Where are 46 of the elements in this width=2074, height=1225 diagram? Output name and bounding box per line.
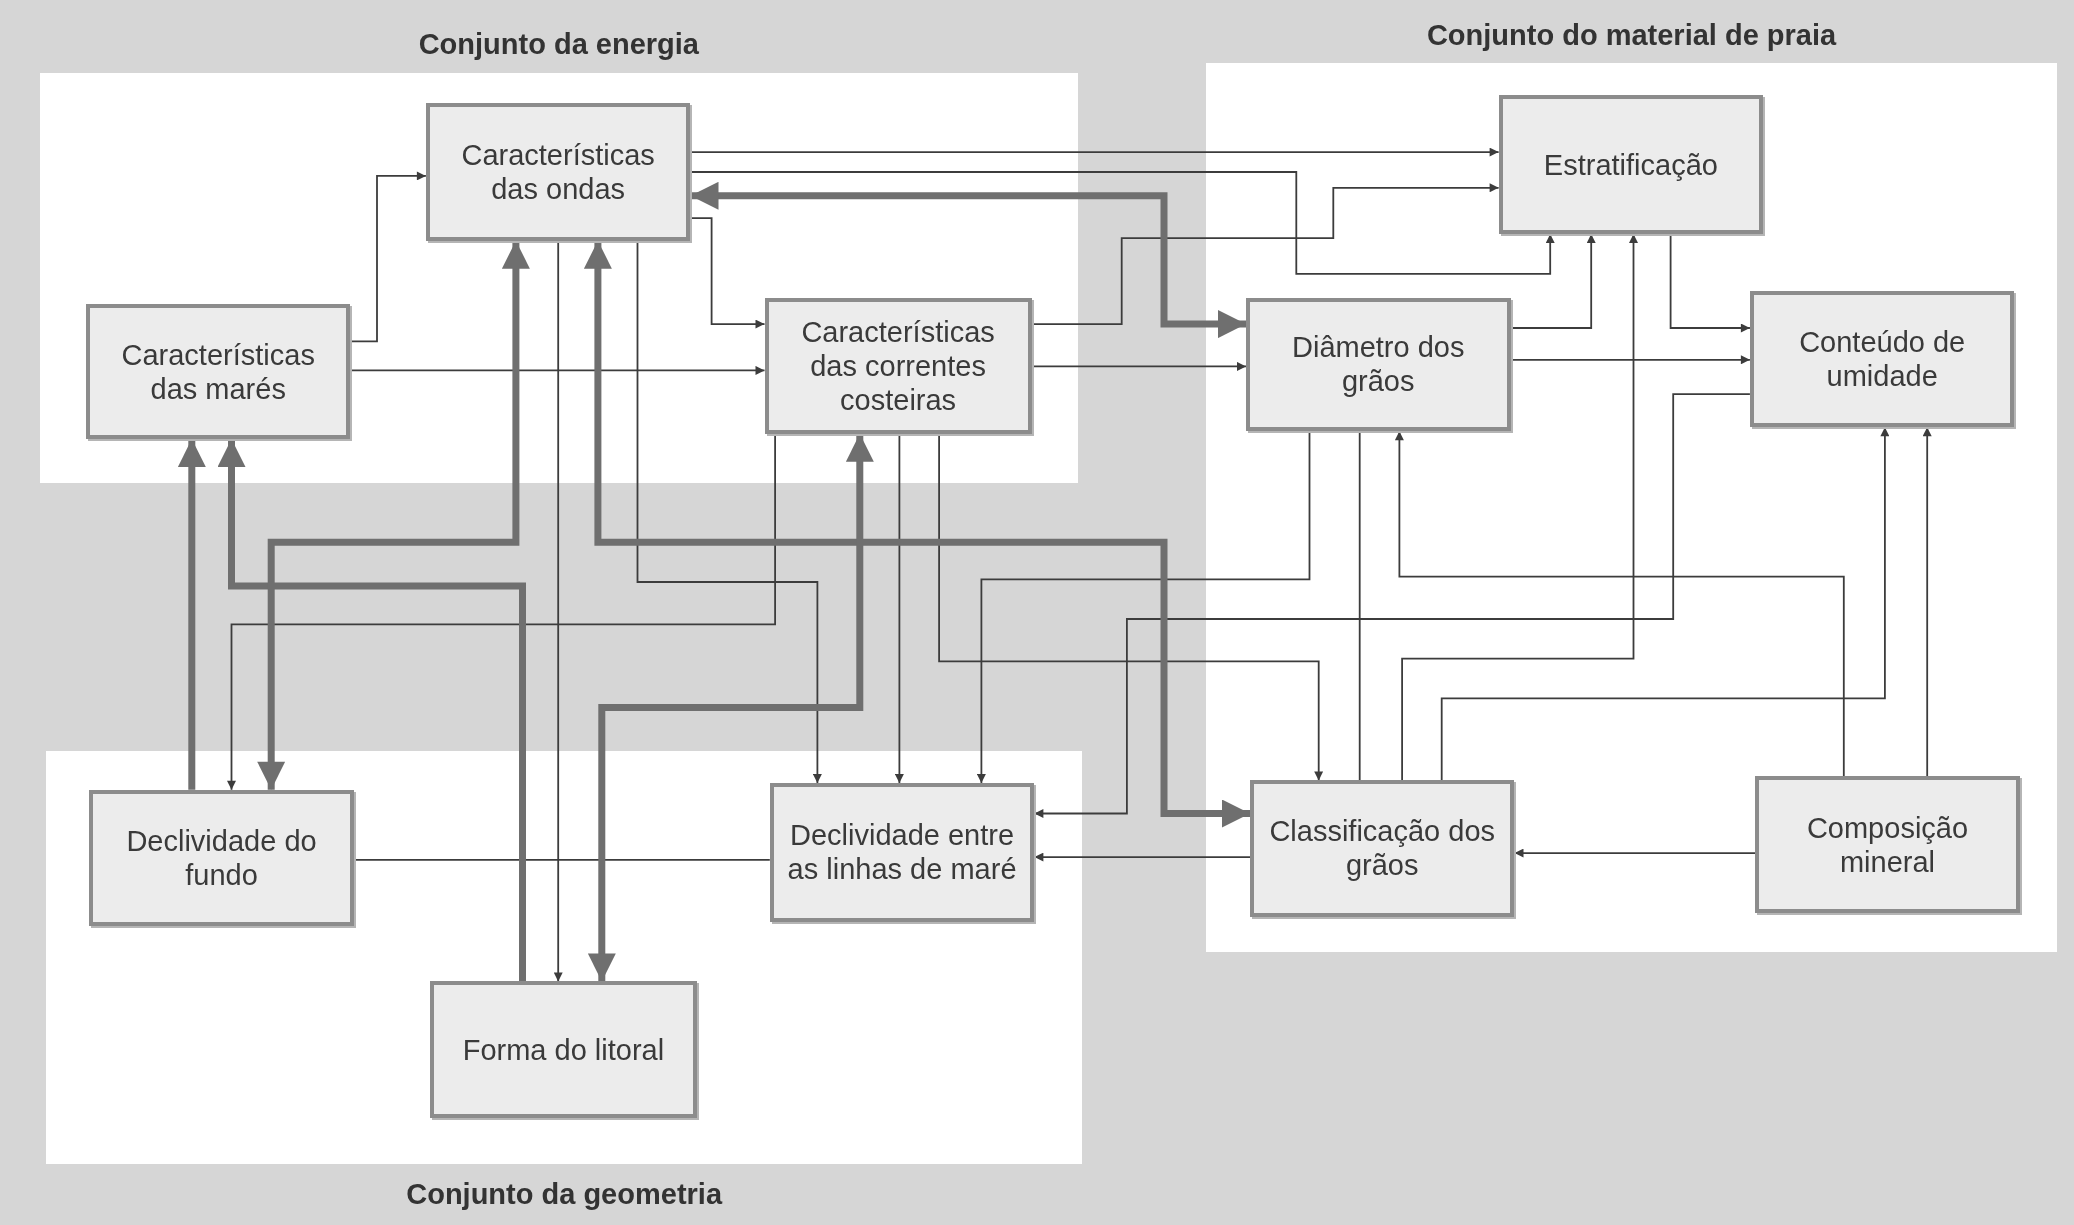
box-label: Composição mineral: [1805, 810, 1970, 879]
arrow: [1394, 430, 1845, 778]
arrow: [1513, 848, 1757, 858]
arrow: [1669, 233, 1751, 333]
process-box: [1245, 297, 1511, 432]
process-box: [88, 789, 355, 926]
arrow: [217, 439, 526, 982]
process-box: [85, 304, 351, 440]
box-label: Características das ondas: [460, 137, 656, 206]
process-box: [425, 103, 691, 241]
arrow: [1033, 852, 1251, 862]
arrow: [1401, 233, 1638, 782]
connector-line: [1358, 430, 1361, 782]
group-heading: Conjunto do material de praia: [1426, 17, 1837, 53]
box-label: Estratificação: [1543, 147, 1718, 182]
arrow: [1440, 426, 1890, 782]
arrow: [177, 439, 206, 790]
arrow: [587, 433, 874, 982]
box-label: Declividade entre as linhas de maré: [786, 818, 1018, 887]
box-label: Forma do litoral: [462, 1032, 665, 1067]
process-box: [769, 783, 1035, 922]
group-heading: Conjunto da energia: [418, 27, 699, 63]
arrow: [349, 365, 766, 375]
process-box: [1249, 780, 1515, 917]
arrow: [257, 240, 530, 790]
process-box: [764, 297, 1032, 434]
box-label: Conteúdo de umidade: [1798, 325, 1967, 394]
box-label: Características das correntes costeiras: [800, 314, 996, 417]
arrow: [349, 171, 427, 343]
process-box: [1498, 95, 1764, 235]
box-label: Declividade do fundo: [125, 823, 318, 892]
arrow: [583, 240, 1250, 828]
box-label: Diâmetro dos grãos: [1291, 330, 1466, 399]
group-heading: Conjunto da geometria: [406, 1176, 722, 1212]
arrow: [689, 147, 1500, 157]
box-label: Classificação dos grãos: [1268, 814, 1497, 883]
box-label: Características das marés: [120, 337, 316, 406]
arrow: [689, 217, 766, 329]
process-box: [1755, 776, 2020, 913]
connector-line: [353, 858, 771, 861]
process-box: [429, 981, 698, 1118]
arrow: [1922, 426, 1932, 778]
arrow: [690, 181, 1246, 339]
arrow: [1033, 393, 1751, 818]
arrow: [689, 171, 1555, 275]
process-box: [1749, 290, 2015, 428]
